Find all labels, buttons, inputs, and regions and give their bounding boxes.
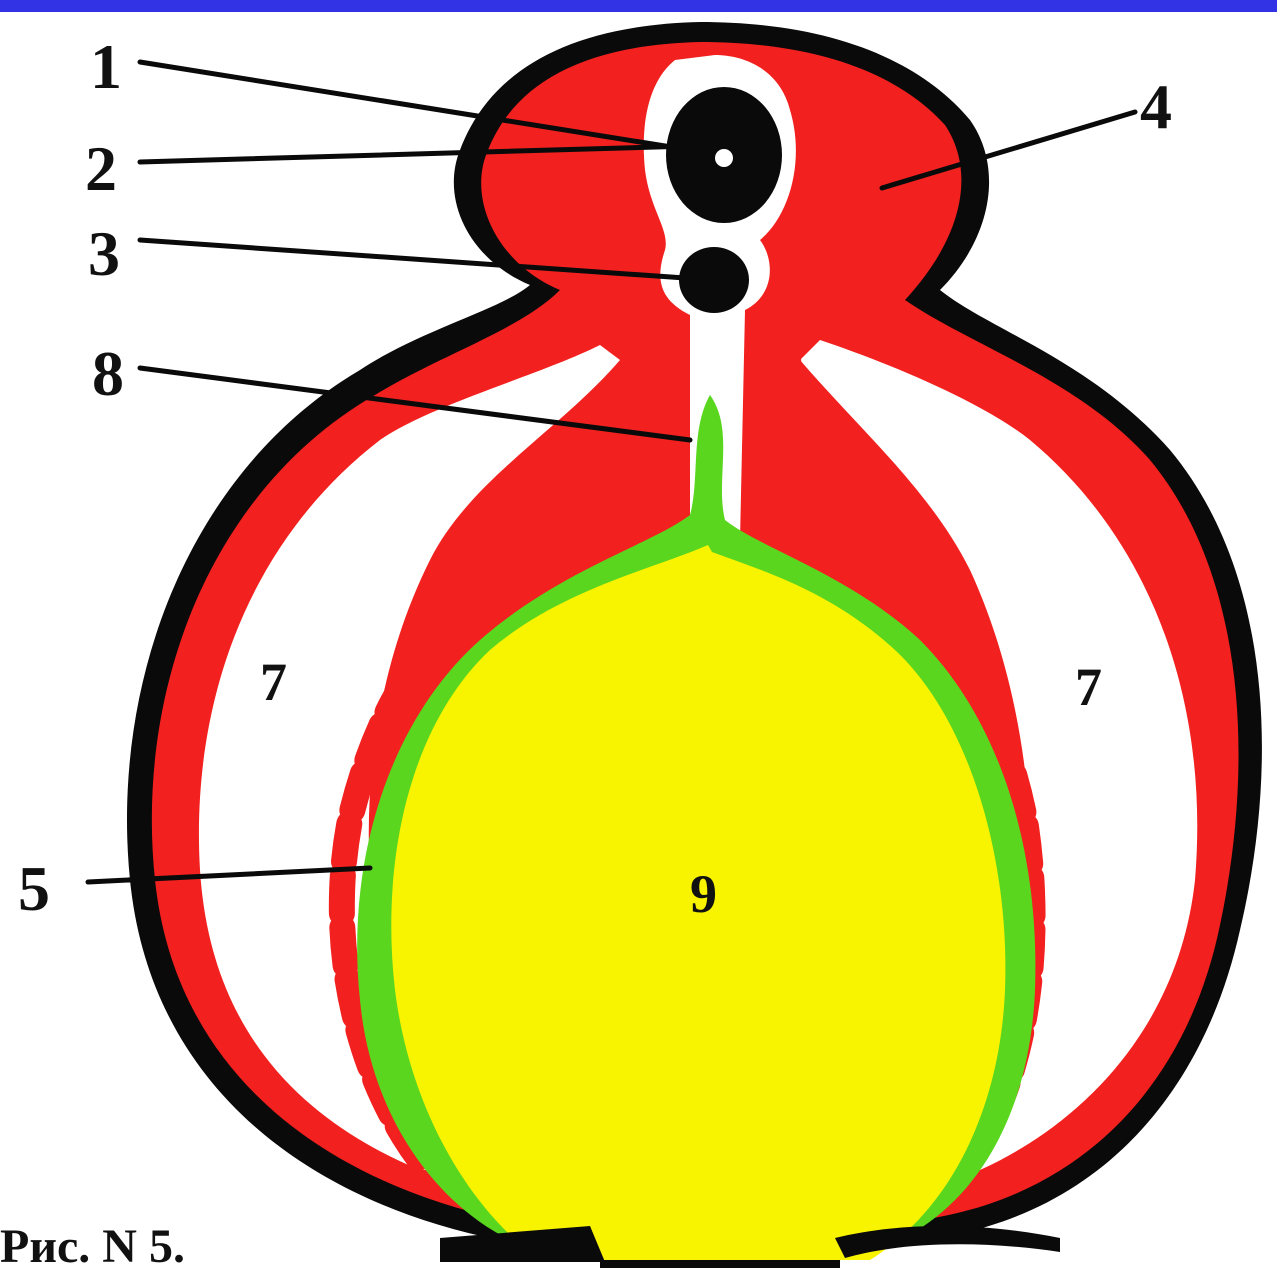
label-7-right: 7 [1075, 657, 1102, 717]
notochord [679, 247, 749, 313]
label-5: 5 [18, 853, 50, 924]
label-7-left: 7 [260, 652, 287, 712]
label-9: 9 [690, 864, 717, 924]
label-2: 2 [85, 133, 117, 204]
figure-caption: Рис. N 5. [0, 1220, 185, 1268]
label-1: 1 [90, 31, 122, 102]
label-8: 8 [92, 338, 124, 409]
label-3: 3 [88, 218, 120, 289]
label-4: 4 [1140, 71, 1172, 142]
neural-tube-lumen [715, 149, 733, 167]
